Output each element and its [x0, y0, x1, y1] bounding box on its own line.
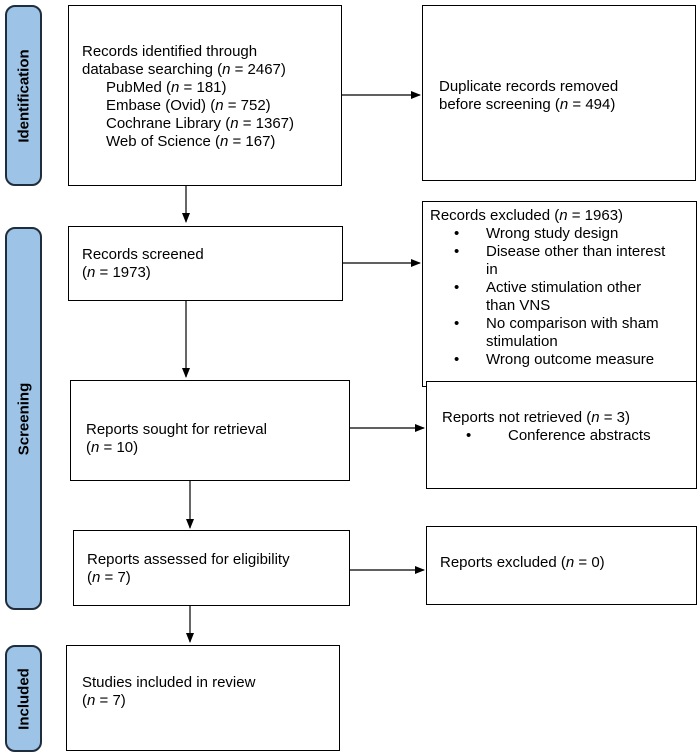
exclusion-reason: Disease other than interest in	[430, 243, 666, 279]
reports-not-retrieved-heading: Reports not retrieved (n = 3)	[442, 409, 631, 426]
exclusion-reason: Wrong study design	[430, 225, 696, 243]
reports-excluded-box: Reports excluded (n = 0)	[426, 526, 697, 605]
source-embase: Embase (Ovid) (n = 752)	[106, 97, 271, 114]
duplicates-removed-box: Duplicate records removed before screeni…	[422, 5, 696, 181]
not-retrieved-reasons-list: Conference abstracts	[442, 427, 696, 445]
reports-assessed-label: Reports assessed for eligibility	[87, 551, 290, 568]
duplicates-line2: before screening (n = 494)	[439, 96, 616, 113]
exclusion-reason: Wrong outcome measure	[430, 351, 696, 369]
source-pubmed: PubMed (n = 181)	[106, 79, 227, 96]
not-retrieved-reason: Conference abstracts	[442, 427, 696, 445]
studies-included-box: Studies included in review (n = 7)	[66, 645, 340, 751]
records-screened-count: (n = 1973)	[82, 264, 151, 281]
reports-sought-count: (n = 10)	[86, 439, 139, 456]
studies-included-label: Studies included in review	[82, 674, 256, 691]
records-screened-label: Records screened	[82, 246, 204, 263]
reports-not-retrieved-box: Reports not retrieved (n = 3) Conference…	[426, 381, 697, 489]
reports-assessed-count: (n = 7)	[87, 569, 131, 586]
reports-sought-box: Reports sought for retrieval (n = 10)	[70, 380, 350, 481]
reports-excluded-text: Reports excluded (n = 0)	[440, 554, 605, 571]
reports-assessed-box: Reports assessed for eligibility (n = 7)	[73, 530, 350, 606]
source-cochrane: Cochrane Library (n = 1367)	[106, 115, 295, 132]
phase-label-identification: Identification	[5, 5, 42, 186]
identification-heading-line2: database searching (n = 2467)	[82, 61, 286, 78]
studies-included-count: (n = 7)	[82, 692, 126, 709]
phase-label-included: Included	[5, 645, 42, 752]
records-excluded-box: Records excluded (n = 1963) Wrong study …	[422, 201, 697, 387]
source-web-of-science: Web of Science (n = 167)	[106, 133, 276, 150]
records-excluded-heading: Records excluded (n = 1963)	[430, 207, 624, 224]
phase-label-screening: Screening	[5, 227, 42, 610]
reports-sought-label: Reports sought for retrieval	[86, 421, 267, 438]
exclusion-reason: No comparison with sham stimulation	[430, 315, 666, 351]
duplicates-line1: Duplicate records removed	[439, 78, 619, 95]
identification-heading-line1: Records identified through	[82, 43, 258, 60]
exclusion-reasons-list: Wrong study design Disease other than in…	[430, 225, 696, 369]
identification-box: Records identified through database sear…	[68, 5, 342, 186]
exclusion-reason: Active stimulation other than VNS	[430, 279, 666, 315]
records-screened-box: Records screened (n = 1973)	[68, 226, 343, 301]
